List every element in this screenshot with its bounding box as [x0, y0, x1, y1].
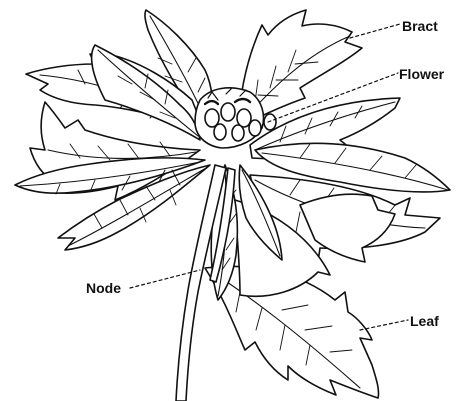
bract-leader-line [350, 24, 400, 38]
leaf-leader-line [360, 320, 408, 330]
leaf-label: Leaf [410, 313, 439, 329]
bract-label: Bract [402, 18, 438, 34]
flower-label: Flower [399, 66, 444, 82]
node-label: Node [86, 280, 121, 296]
